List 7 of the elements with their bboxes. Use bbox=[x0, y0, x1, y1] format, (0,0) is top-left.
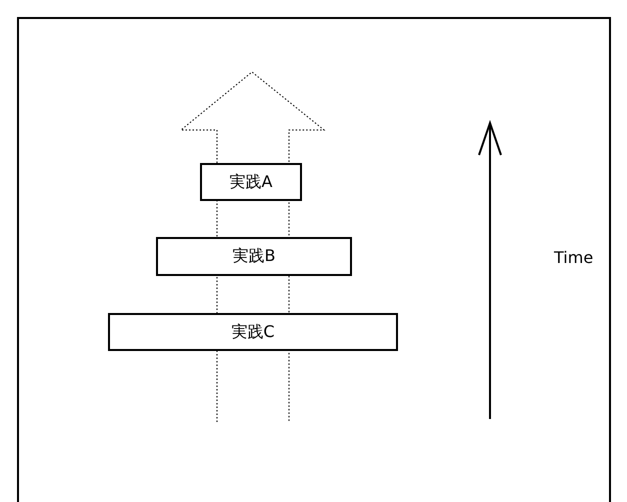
practice-box bbox=[108, 313, 398, 351]
practice-box bbox=[200, 163, 302, 201]
box-label: 実践C bbox=[231, 322, 275, 342]
box-label: 実践A bbox=[230, 172, 272, 192]
axis-label: Time bbox=[554, 248, 594, 267]
practice-box bbox=[156, 237, 352, 276]
box-label: 実践B bbox=[232, 246, 276, 267]
